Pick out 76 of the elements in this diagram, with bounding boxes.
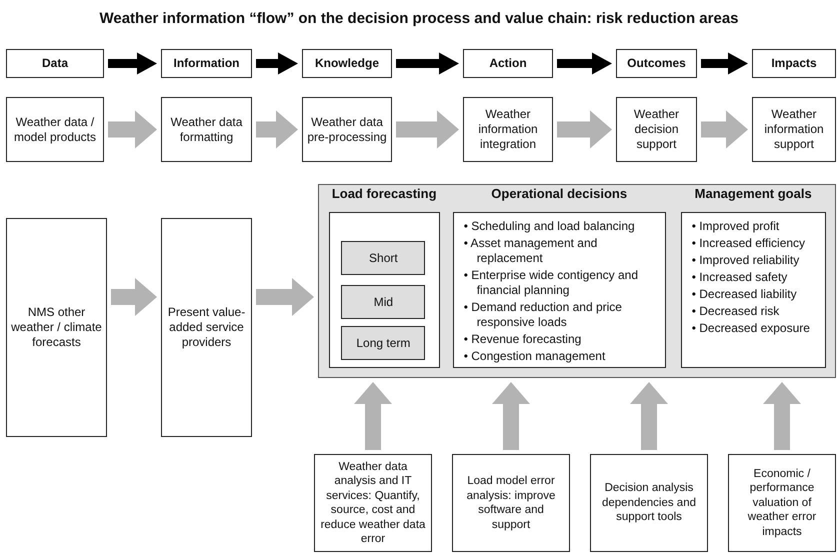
stage-box xyxy=(463,49,553,78)
box-label: Weather data analysis and IT services: Quantify, source, cost and reduce weather data error xyxy=(320,460,426,546)
block-arrow xyxy=(354,382,392,450)
block-arrow xyxy=(701,52,748,74)
process-box xyxy=(314,454,432,552)
category-box xyxy=(341,241,426,276)
stage-label: Information xyxy=(174,56,240,71)
process-box xyxy=(6,218,107,437)
box-label: Weather decision support xyxy=(632,107,680,152)
block-arrow xyxy=(557,52,612,74)
box-label: Decision analysis dependencies and support tools xyxy=(601,481,697,525)
category-box xyxy=(341,326,426,360)
block-arrow xyxy=(701,110,748,148)
process-box xyxy=(161,97,252,162)
box-label: Weather information integration xyxy=(477,107,539,152)
category-box xyxy=(341,285,426,320)
process-box xyxy=(161,218,252,437)
block-arrow xyxy=(763,382,801,450)
block-arrow xyxy=(111,278,157,316)
process-box xyxy=(752,97,836,162)
block-arrow xyxy=(256,110,298,148)
column-heading: Operational decisions xyxy=(490,186,628,201)
bullet-item: • Improved reliability xyxy=(692,252,800,268)
box-label: Present value-added service providers xyxy=(166,305,246,350)
bullet-item: • Asset management and replacement xyxy=(464,236,598,266)
stage-box xyxy=(302,49,392,78)
box-label: Weather data formatting xyxy=(170,114,244,144)
block-arrow xyxy=(256,52,298,74)
box-label: Weather information support xyxy=(763,107,825,152)
bullet-item: • Enterprise wide contigency and financial planning xyxy=(464,268,639,298)
process-box xyxy=(452,454,570,552)
box-label: Long term xyxy=(356,336,410,351)
bullet-item: • Scheduling and load balancing xyxy=(464,218,636,234)
process-box xyxy=(302,97,392,162)
bullet-item: • Improved profit xyxy=(692,218,780,234)
process-box xyxy=(728,454,836,552)
process-box xyxy=(616,97,697,162)
process-box xyxy=(6,97,104,162)
column-heading: Load forecasting xyxy=(330,186,438,201)
stage-label: Action xyxy=(489,56,527,71)
block-arrow xyxy=(630,382,668,450)
box-label: Short xyxy=(369,250,398,266)
stage-box xyxy=(6,49,104,78)
box-label: Mid xyxy=(374,294,394,310)
box-label: Economic / performance valuation of weather error impacts xyxy=(746,466,818,540)
stage-label: Outcomes xyxy=(627,56,686,71)
bullet-item: • Demand reduction and price responsive loads xyxy=(464,300,623,330)
stage-box xyxy=(752,49,836,78)
box-label: Weather data / model products xyxy=(12,114,98,144)
bullet-item: • Revenue forecasting xyxy=(464,332,582,347)
block-arrow xyxy=(396,52,459,74)
bullet-item: • Increased efficiency xyxy=(692,236,806,251)
bullet-item: • Increased safety xyxy=(692,270,788,285)
bullet-item: • Decreased exposure xyxy=(692,320,811,336)
column-heading: Management goals xyxy=(694,186,813,201)
bullet-item: • Decreased liability xyxy=(692,286,798,302)
diagram-title: Weather information “flow” on the decision process and value chain: risk reduction areas xyxy=(98,10,740,27)
block-arrow xyxy=(396,110,459,148)
bullet-item: • Decreased risk xyxy=(692,304,780,319)
box-label: Weather data pre-processing xyxy=(306,114,388,144)
block-arrow xyxy=(557,110,612,148)
stage-label: Impacts xyxy=(771,56,817,71)
panel-background xyxy=(318,184,836,378)
box-label: Load model error analysis: improve software and support xyxy=(466,474,556,532)
stage-label: Data xyxy=(42,56,68,71)
block-arrow xyxy=(108,110,157,148)
block-arrow xyxy=(108,52,157,74)
box-label: NMS other weather / climate forecasts xyxy=(10,305,103,350)
process-box xyxy=(463,97,553,162)
stage-box xyxy=(161,49,252,78)
stage-label: Knowledge xyxy=(314,56,379,71)
block-arrow xyxy=(256,278,314,316)
bullet-item: • Congestion management xyxy=(464,348,606,364)
block-arrow xyxy=(492,382,530,450)
stage-box xyxy=(616,49,697,78)
process-box xyxy=(590,454,708,552)
